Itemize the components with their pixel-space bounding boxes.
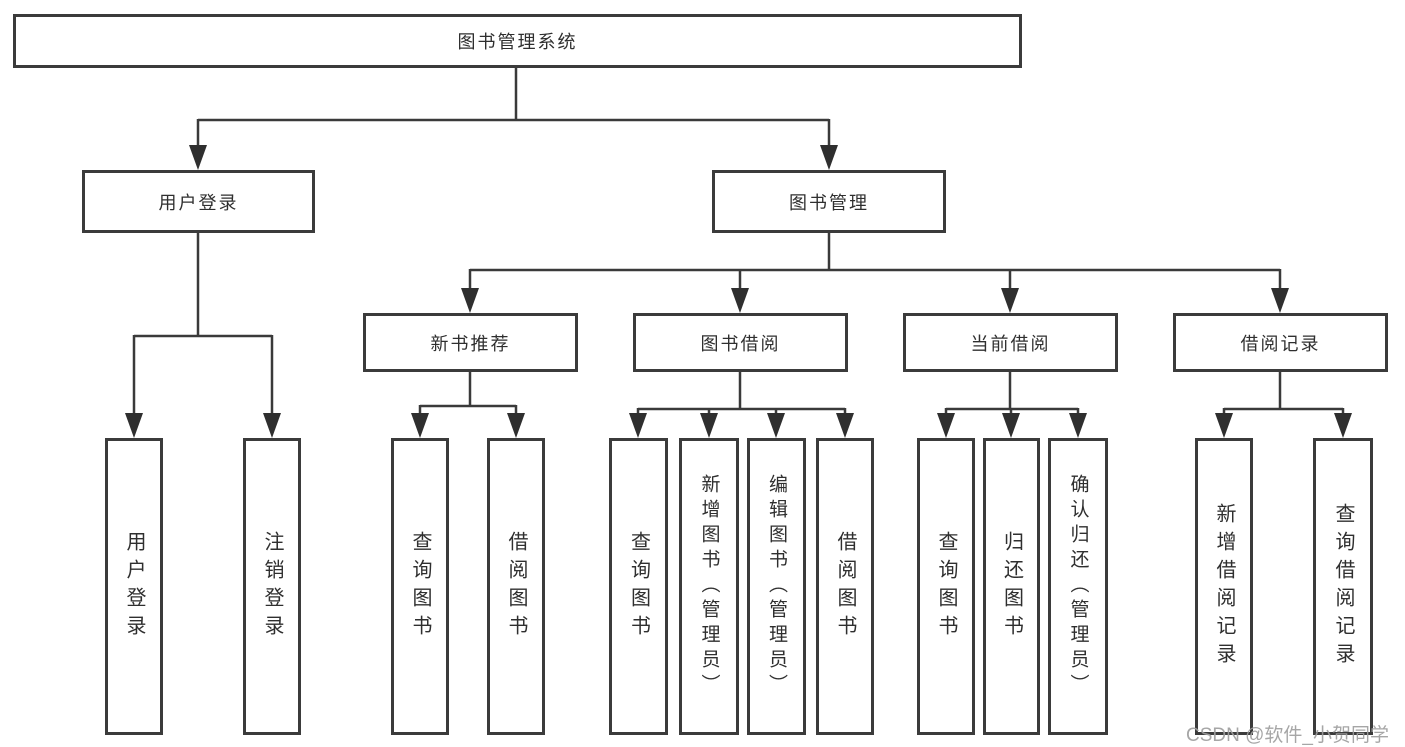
- arrowhead: [507, 413, 525, 438]
- node-new-book-recommend: 新书推荐: [363, 313, 578, 372]
- arrowhead: [189, 145, 207, 170]
- arrowhead: [820, 145, 838, 170]
- tree-connector-path: [132, 68, 1345, 416]
- watermark: CSDN @软件_小贺同学: [1186, 725, 1389, 746]
- arrowhead: [1001, 288, 1019, 313]
- leaf-confirm-return-admin: 确认归还（管理员）: [1048, 438, 1108, 735]
- arrowhead: [1271, 288, 1289, 313]
- arrowhead: [937, 413, 955, 438]
- arrowhead: [1334, 413, 1352, 438]
- leaf-add-book-admin: 新增图书（管理员）: [679, 438, 739, 735]
- arrowhead: [461, 288, 479, 313]
- arrowhead: [263, 413, 281, 438]
- node-root: 图书管理系统: [13, 14, 1022, 68]
- leaf-add-borrow-record: 新增借阅记录: [1195, 438, 1253, 735]
- arrowhead: [836, 413, 854, 438]
- leaf-user-login: 用户登录: [105, 438, 163, 735]
- node-book-borrow: 图书借阅: [633, 313, 848, 372]
- leaf-edit-book-admin: 编辑图书（管理员）: [747, 438, 806, 735]
- node-borrow-records: 借阅记录: [1173, 313, 1388, 372]
- node-current-borrow: 当前借阅: [903, 313, 1118, 372]
- leaf-logout: 注销登录: [243, 438, 301, 735]
- arrowhead: [411, 413, 429, 438]
- leaf-query-borrow-record: 查询借阅记录: [1313, 438, 1373, 735]
- arrowhead: [767, 413, 785, 438]
- leaf-borrow-books-recommend: 借阅图书: [487, 438, 545, 735]
- leaf-query-books-borrow: 查询图书: [609, 438, 668, 735]
- arrowhead: [629, 413, 647, 438]
- arrowhead: [731, 288, 749, 313]
- node-user-login: 用户登录: [82, 170, 315, 233]
- leaf-query-books-current: 查询图书: [917, 438, 975, 735]
- arrowhead: [1002, 413, 1020, 438]
- node-book-management: 图书管理: [712, 170, 946, 233]
- leaf-borrow-books-borrow: 借阅图书: [816, 438, 874, 735]
- arrowhead: [700, 413, 718, 438]
- arrowhead: [1069, 413, 1087, 438]
- leaf-return-book: 归还图书: [983, 438, 1040, 735]
- leaf-query-books-recommend: 查询图书: [391, 438, 449, 735]
- arrowhead: [125, 413, 143, 438]
- arrowhead: [1215, 413, 1233, 438]
